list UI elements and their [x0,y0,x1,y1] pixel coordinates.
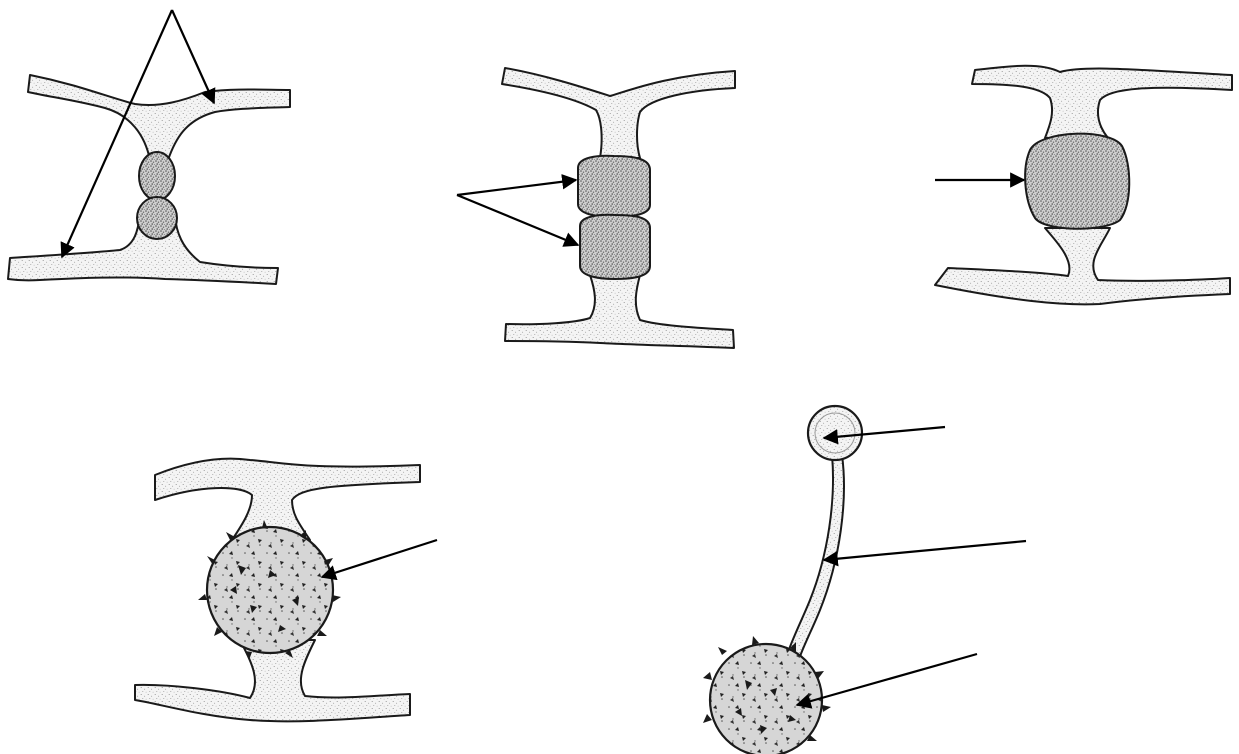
stage-4-upper-hypha [155,459,420,540]
stage-5-zygospore [710,644,822,754]
stage-3-fusion [935,66,1232,305]
stage-2-upper-gametangium [578,156,650,217]
arrow-stage2-lower-gametangium [457,195,578,245]
stage-2-lower-hypha [505,275,734,348]
stage-4-zygospore [135,459,420,722]
stage-3-zygosporangium [1025,134,1129,229]
stage-3-upper-hypha [972,66,1232,138]
stage-2-lower-gametangium [580,215,650,279]
stage-1-upper-hypha [28,75,290,160]
stage-2-upper-hypha [502,68,735,158]
stage-5-germination [703,406,862,754]
stage-5-sporangiophore [782,455,844,675]
arrow-stage5-sporangiophore [824,541,1026,560]
arrow-stage2-upper-gametangium [457,180,576,195]
stage-4-zygospore-wall [207,527,333,653]
arrow-stage5-zygospore [797,654,977,705]
stage-3-lower-hypha [935,228,1230,304]
stage-2-gametangia [502,68,735,348]
arrow-stage1-upper-hypha [172,10,214,103]
stage-1-upper-tip [139,152,175,200]
stage-5-sporangium [808,406,862,460]
stage-1-progametangia [8,75,290,284]
stage-1-lower-tip [137,197,177,239]
arrow-stage4-zygospore [322,540,437,577]
